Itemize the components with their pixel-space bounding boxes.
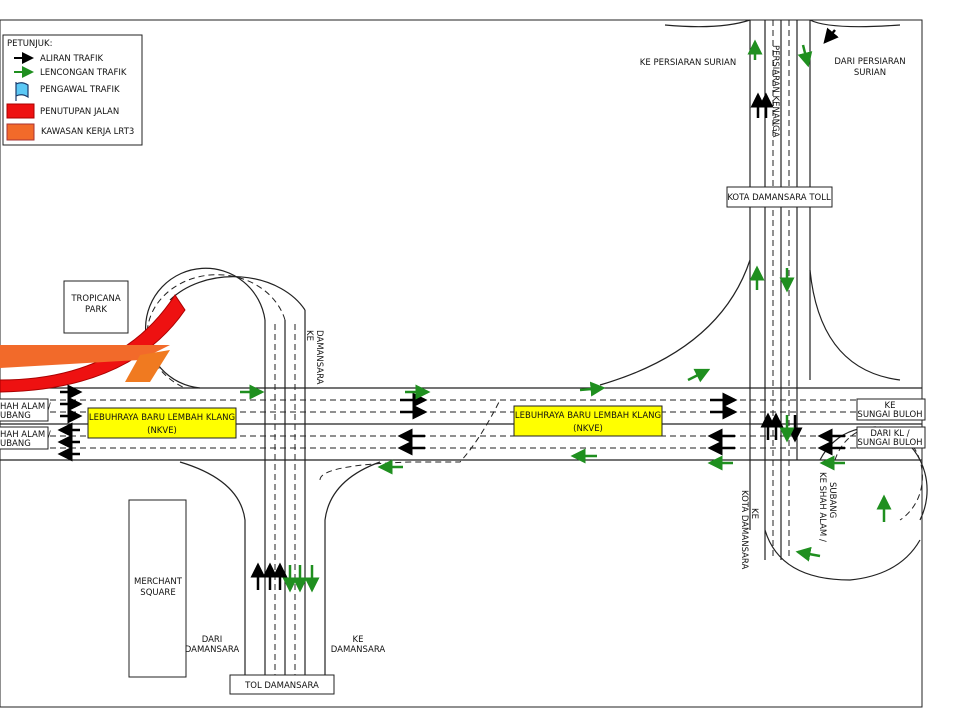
sign-text: DARI KL /: [870, 429, 909, 439]
blue-flag-icon: [15, 82, 29, 101]
traffic-arrows: [57, 27, 892, 593]
kota-damansara-toll-sign: KOTA DAMANSARA TOLL: [726, 186, 833, 208]
highway-label-left: LEBUHRAYA BARU LEMBAH KLANG (NKVE): [87, 407, 237, 439]
direction-ke-damansara: DAMANSARA: [331, 645, 386, 655]
sign-text: UBANG: [0, 439, 31, 449]
legend-label: PENGAWAL TRAFIK: [40, 85, 120, 95]
merchant-square: MERCHANT SQUARE: [128, 499, 187, 678]
sign-text: SUNGAI BULOH: [857, 438, 922, 448]
road-network: [0, 19, 928, 690]
highway-label-right: LEBUHRAYA BARU LEMBAH KLANG (NKVE): [513, 405, 663, 437]
tropicana-park: TROPICANA PARK: [63, 280, 129, 334]
landmark-label: TROPICANA: [70, 294, 121, 304]
direction-labels: KE DAMANSARA DARI DAMANSARA KE DAMANSARA…: [185, 45, 906, 655]
sign-text: KOTA DAMANSARA TOLL: [727, 193, 831, 203]
landmark-label: MERCHANT: [134, 577, 183, 587]
direction-ke-shah-alam: SUBANG: [827, 482, 837, 518]
direction-ke-kota-damansara: KOTA DAMANSARA: [739, 490, 749, 569]
sign-text: HAH ALAM /: [0, 430, 51, 440]
road-closure-zone: [0, 294, 186, 393]
orange-box-icon: [6, 123, 35, 141]
tol-damansara-sign: TOL DAMANSARA: [229, 674, 335, 695]
legend: PETUNJUK: ALIRAN TRAFIK LENCONGAN TRAFIK…: [2, 34, 143, 146]
sign-west-bottom: HAH ALAM / UBANG: [0, 426, 51, 450]
landmark-label: PARK: [85, 305, 107, 315]
direction-ke-damansara: KE: [353, 635, 364, 645]
sign-text: KE: [885, 401, 896, 411]
road-persiaran-kenanga: PERSIARAN KENANGA: [770, 45, 780, 138]
lrt3-work-zone-small: [125, 350, 170, 382]
direction-ke-shah-alam: KE SHAH ALAM /: [817, 472, 827, 542]
sign-east-top: KE SUNGAI BULOH: [856, 398, 926, 421]
direction-ke-damansara: DAMANSARA: [314, 330, 324, 385]
sign-text: SUNGAI BULOH: [857, 410, 922, 420]
highway-name: LEBUHRAYA BARU LEMBAH KLANG: [515, 411, 661, 421]
direction-dari-damansara: DARI: [202, 635, 223, 645]
direction-dari-persiaran-surian: DARI PERSIARAN: [834, 57, 905, 67]
highway-code: (NKVE): [573, 424, 603, 434]
sign-west-top: HAH ALAM / UBANG: [0, 398, 51, 422]
legend-label: LENCONGAN TRAFIK: [40, 68, 127, 78]
direction-dari-persiaran-surian: SURIAN: [854, 68, 886, 78]
legend-label: PENUTUPAN JALAN: [40, 107, 119, 117]
red-box-icon: [6, 103, 35, 119]
sign-text: TOL DAMANSARA: [244, 681, 319, 691]
highway-code: (NKVE): [147, 426, 177, 436]
direction-ke-damansara: KE: [304, 330, 314, 341]
landmark-label: SQUARE: [140, 588, 175, 598]
direction-ke-persiaran-surian: KE PERSIARAN SURIAN: [640, 58, 736, 68]
legend-title: PETUNJUK:: [7, 39, 52, 49]
direction-dari-damansara: DAMANSARA: [185, 645, 240, 655]
direction-ke-kota-damansara: KE: [749, 508, 759, 519]
legend-label: ALIRAN TRAFIK: [40, 54, 103, 64]
lrt3-work-zone: [0, 345, 170, 368]
sign-text: HAH ALAM /: [0, 402, 51, 412]
sign-text: UBANG: [0, 411, 31, 421]
highway-name: LEBUHRAYA BARU LEMBAH KLANG: [89, 413, 235, 423]
legend-label: KAWASAN KERJA LRT3: [41, 127, 134, 137]
sign-east-bottom: DARI KL / SUNGAI BULOH: [856, 426, 926, 449]
